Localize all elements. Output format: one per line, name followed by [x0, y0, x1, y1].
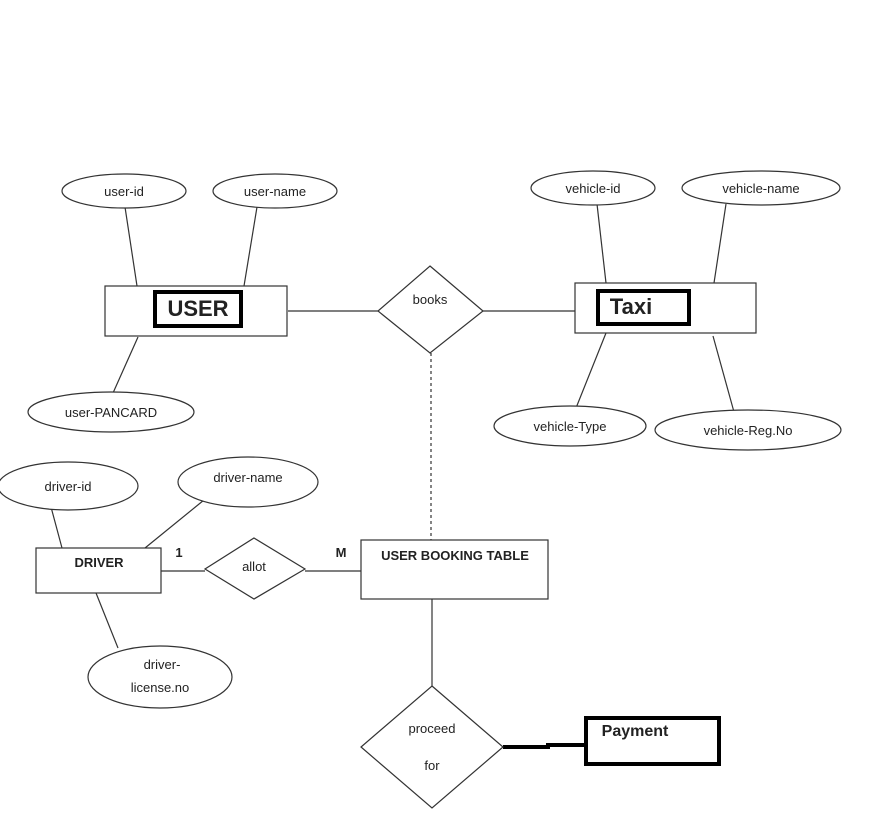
entity-user: USER [104, 285, 288, 337]
cardinality-many: M [336, 545, 347, 560]
line-user-pancard [112, 336, 139, 394]
entity-payment: Payment [584, 716, 721, 766]
line-driver-id [50, 506, 63, 549]
svg-text:user-id: user-id [104, 184, 144, 199]
svg-text:for: for [424, 758, 440, 773]
svg-text:vehicle-Type: vehicle-Type [534, 419, 607, 434]
attribute-user-name: user-name [212, 173, 338, 209]
svg-text:user-name: user-name [244, 184, 306, 199]
svg-text:driver-name: driver-name [213, 470, 282, 485]
attribute-user-pancard: user-PANCARD [27, 391, 195, 433]
line-vehicle-reg [712, 335, 735, 413]
svg-text:proceed: proceed [409, 721, 456, 736]
relationship-proceed-for: proceed for [360, 685, 504, 809]
attribute-user-id: user-id [61, 173, 187, 209]
relationship-books: books [377, 265, 484, 354]
attribute-vehicle-reg-no: vehicle-Reg.No [654, 409, 842, 451]
attribute-vehicle-name: vehicle-name [681, 170, 841, 206]
line-vehicle-type [575, 332, 607, 409]
svg-text:vehicle-id: vehicle-id [566, 181, 621, 196]
attribute-driver-id: driver-id [0, 461, 139, 511]
entity-taxi: Taxi [574, 282, 757, 334]
svg-text:allot: allot [242, 559, 266, 574]
line-proceed-payment [503, 743, 586, 749]
entity-payment-label: Payment [602, 723, 669, 740]
line-driver-name [144, 499, 205, 549]
line-driver-license [95, 592, 119, 649]
entity-driver-label: DRIVER [74, 555, 124, 570]
attribute-driver-name: driver-name [177, 456, 319, 508]
svg-text:vehicle-name: vehicle-name [722, 181, 799, 196]
connectors [50, 203, 735, 749]
cardinality-one: 1 [175, 545, 182, 560]
entity-taxi-label: Taxi [610, 294, 652, 319]
attribute-vehicle-type: vehicle-Type [493, 405, 647, 447]
entity-booking-label: USER BOOKING TABLE [381, 548, 529, 563]
attribute-driver-license-no: driver- license.no [87, 645, 233, 709]
svg-text:license.no: license.no [131, 680, 190, 695]
line-vehicle-id [596, 203, 607, 284]
svg-text:vehicle-Reg.No: vehicle-Reg.No [704, 423, 793, 438]
line-vehicle-name [713, 203, 727, 284]
line-user-name [243, 206, 258, 287]
svg-text:books: books [413, 292, 448, 307]
svg-text:user-PANCARD: user-PANCARD [65, 405, 157, 420]
line-user-id [124, 206, 138, 287]
svg-text:driver-id: driver-id [45, 479, 92, 494]
entity-driver: DRIVER [35, 547, 162, 594]
entity-user-booking-table: USER BOOKING TABLE [360, 539, 549, 600]
entity-user-label: USER [167, 296, 228, 321]
attribute-vehicle-id: vehicle-id [530, 170, 656, 206]
relationship-allot: allot [203, 537, 307, 600]
svg-text:driver-: driver- [144, 657, 181, 672]
